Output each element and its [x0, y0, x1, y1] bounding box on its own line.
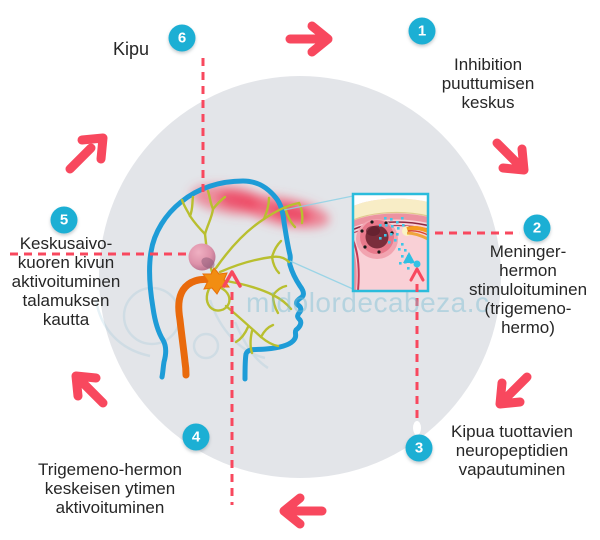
watermark-text: midolordecabeza.c: [246, 287, 490, 318]
nerve-ending: [402, 225, 428, 241]
background-circle: [99, 76, 501, 478]
cycle-arrow-down-right-icon: [492, 138, 529, 175]
meninges-inset: [351, 192, 430, 293]
step-6-label: Kipu: [112, 39, 150, 59]
inset-up-arrow-icon: [409, 267, 425, 282]
zoom-indicator-lines: [283, 195, 354, 290]
cycle-arrow-up-left-icon: [71, 371, 108, 408]
step-4-badge: 4: [182, 423, 210, 451]
thalamus: [188, 243, 216, 271]
step-3-label: Kipua tuottavien neuropeptidien vapautum…: [451, 422, 573, 479]
step-2-label: Meninger- hermon stimuloituminen (trigem…: [468, 242, 588, 337]
head-profile-outline: [147, 178, 306, 382]
step-4-label: Trigemeno-hermon keskeisen ytimen aktivo…: [38, 460, 182, 517]
step-2-badge: 2: [523, 214, 551, 242]
cycle-arrow-down-left-icon: [495, 372, 532, 409]
connector-end-glow: [413, 421, 421, 435]
cycle-arrow-left-icon: [279, 493, 327, 529]
neuropeptide-up-arrow-icon: [403, 252, 415, 263]
step-4-number: 4: [191, 428, 201, 446]
step-1-label: Inhibition puuttumisen keskus: [441, 55, 535, 112]
step-3-number: 3: [414, 439, 424, 457]
blood-vessel: [356, 219, 398, 259]
dashed-connectors: [10, 58, 520, 505]
step-6-number: 6: [177, 29, 187, 47]
cycle-arrow-right-icon: [285, 21, 333, 57]
step-1-number: 1: [417, 22, 427, 40]
step-3-badge: 3: [405, 434, 433, 462]
inset-dura-layer: [353, 213, 428, 227]
connector-up-arrowhead-icon: [222, 270, 242, 288]
step-6-badge: 6: [168, 24, 196, 52]
inset-border: [351, 192, 430, 293]
step-1-badge: 1: [408, 17, 436, 45]
cycle-arrow-up-right-icon: [65, 133, 108, 174]
step-5-number: 5: [59, 211, 69, 229]
inset-scalp-layer: [353, 194, 428, 206]
step-5-label: Keskusaivo- kuoren kivun aktivoituminen …: [11, 234, 121, 329]
connector-end-glow-2: [515, 227, 525, 235]
trigeminal-ganglion: [202, 267, 230, 295]
brainstem: [175, 275, 215, 379]
step-2-number: 2: [532, 219, 542, 237]
step-5-badge: 5: [50, 206, 78, 234]
